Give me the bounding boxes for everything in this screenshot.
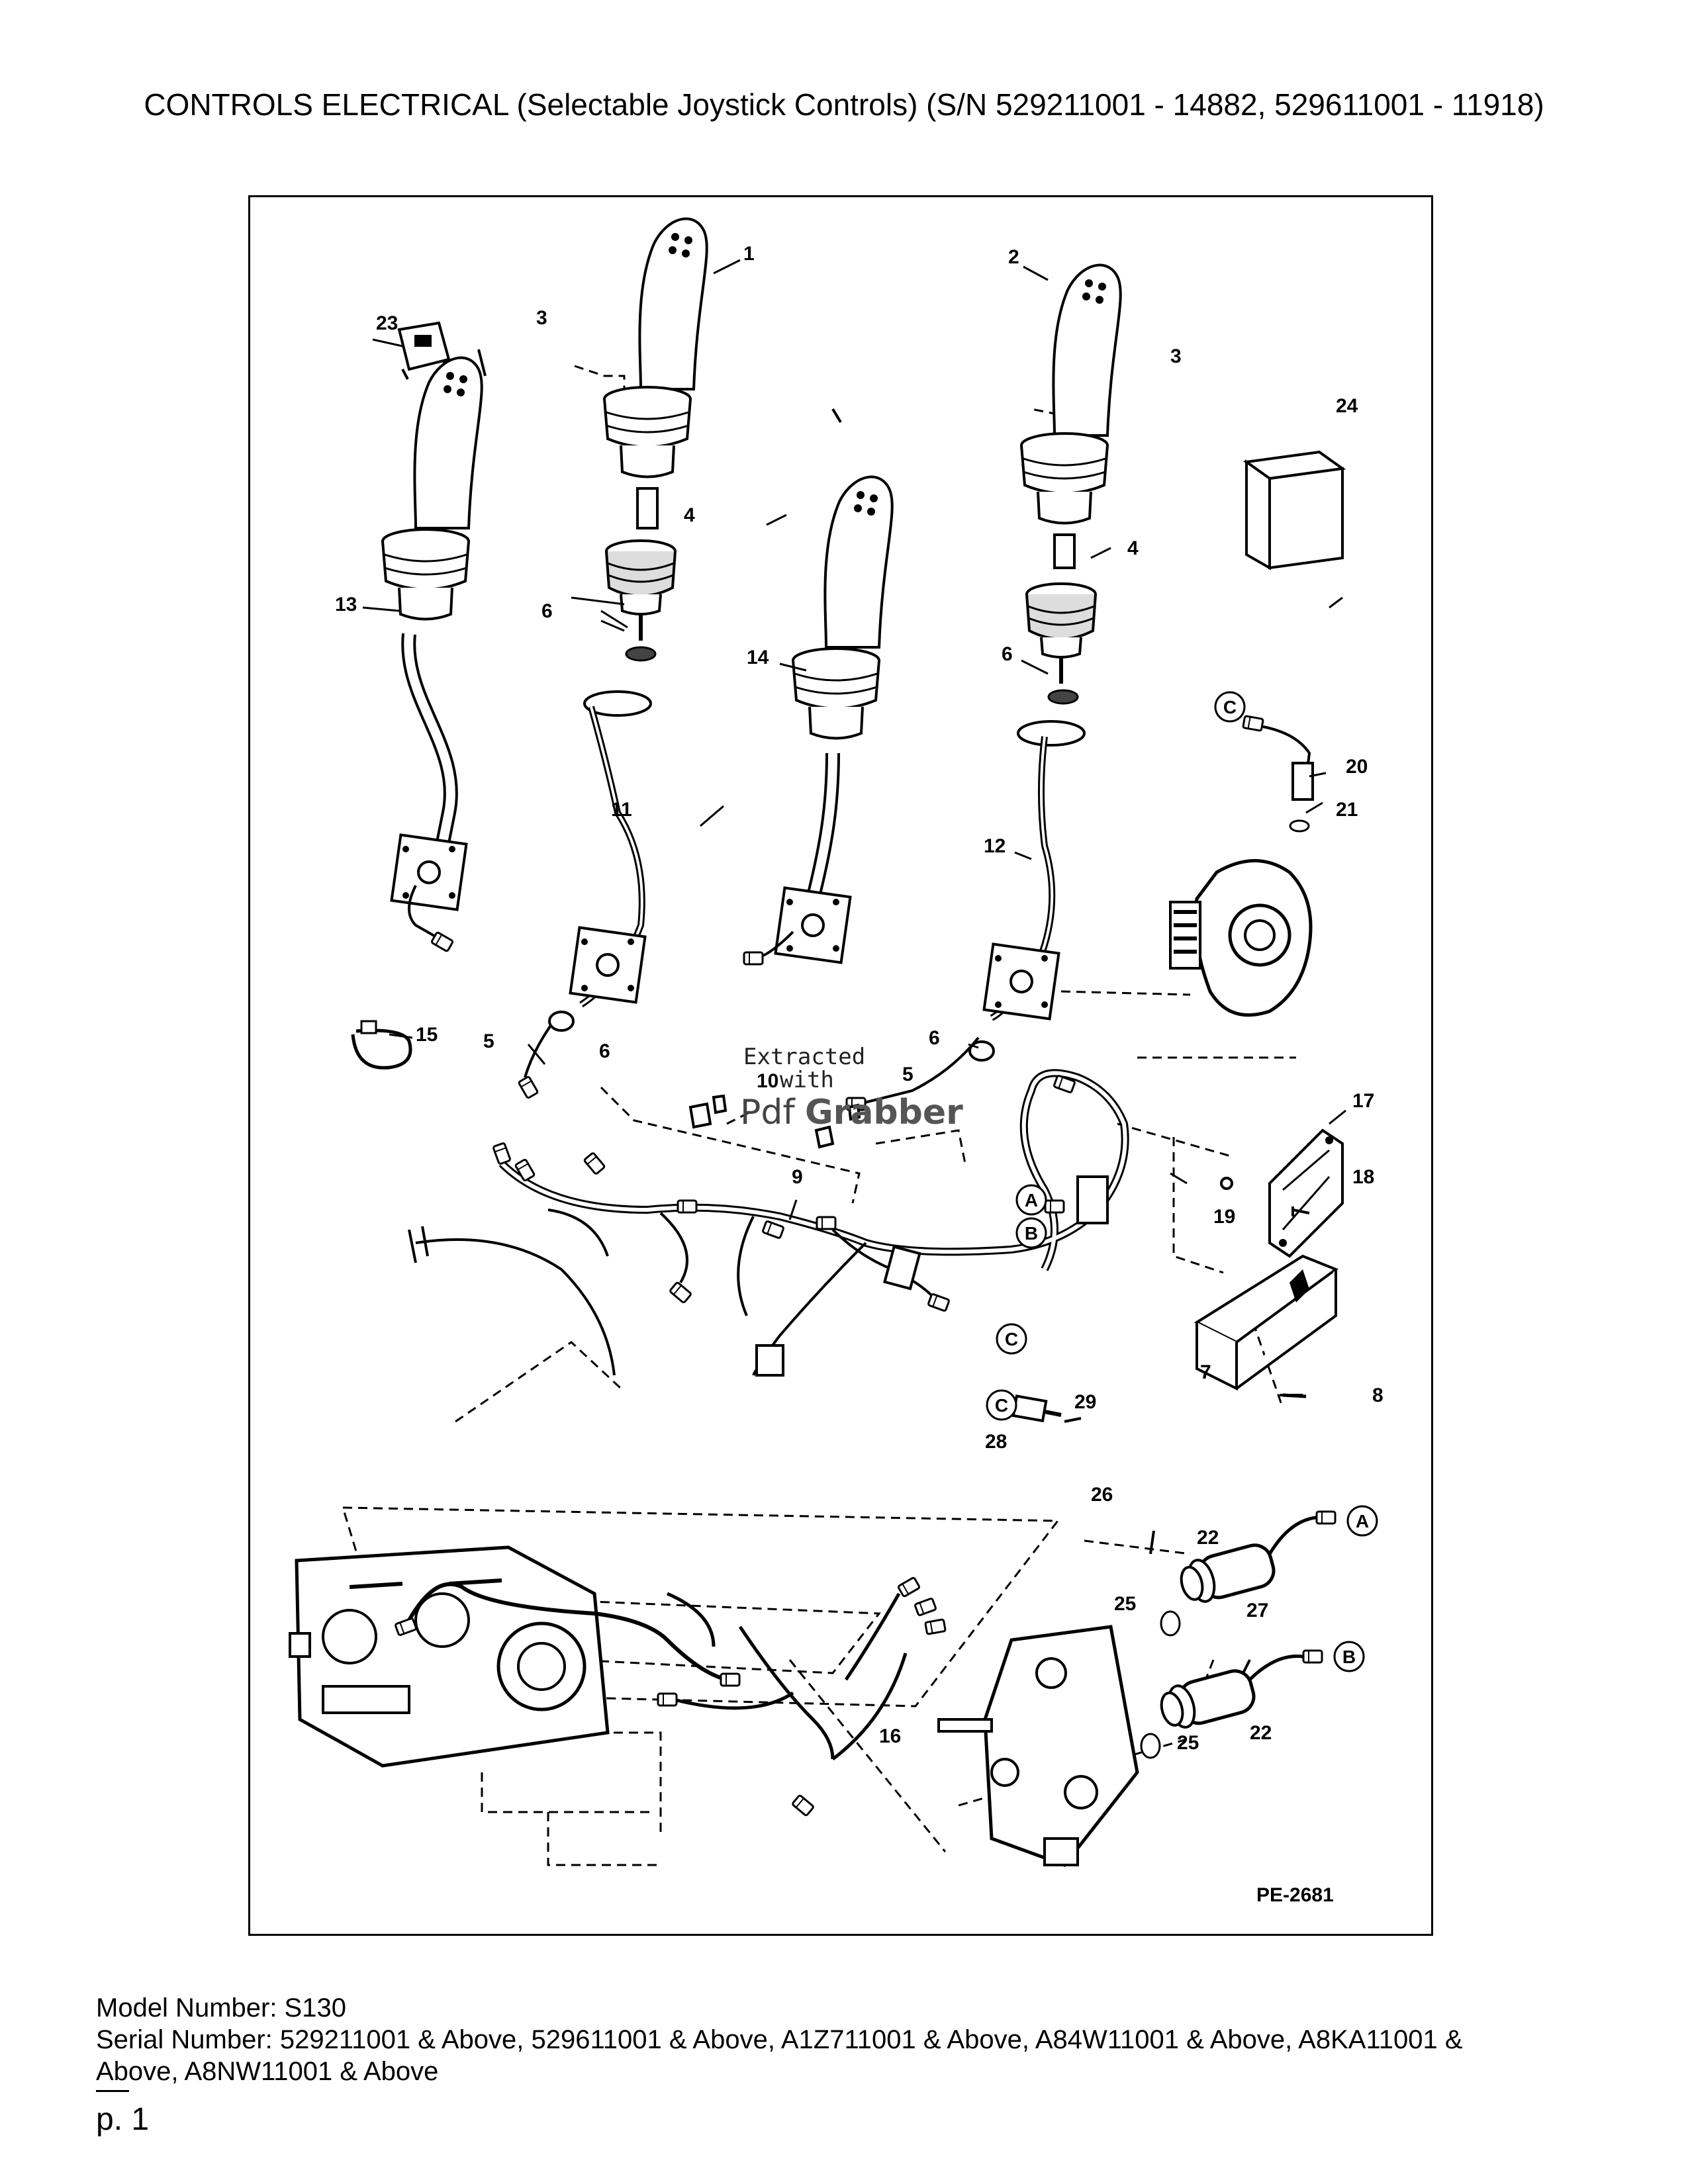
callout-7: 7 [1200,1361,1211,1383]
harness-part-12 [845,720,1086,1111]
svg-text:with: with [780,1067,834,1093]
svg-text:B: B [1025,1223,1038,1244]
joystick-part-13 [381,356,483,953]
module-part-24 [1243,450,1346,570]
connector-label-a-lower: A [1346,1505,1378,1537]
callout-25: 25 [1114,1593,1136,1615]
callout-1: 1 [743,243,755,265]
svg-text:C: C [995,1395,1008,1416]
svg-text:A: A [1025,1190,1038,1210]
footer-divider [96,2090,129,2092]
sensor-part-28 [1011,1394,1062,1423]
callout-16: 16 [879,1725,901,1747]
callout-25-lower: 25 [1177,1732,1199,1754]
callout-26: 26 [1091,1484,1113,1506]
callout-6: 6 [541,600,553,622]
connector-labels: A B C C C A B [986,691,1378,1672]
callout-22-lower: 22 [1250,1722,1272,1744]
svg-text:C: C [1005,1329,1018,1349]
hydrostatic-pump [289,1545,610,1768]
callout-17: 17 [1352,1090,1374,1112]
page-number: p. 1 [96,2102,150,2137]
figure-id: PE-2681 [1256,1884,1334,1906]
callout-5: 5 [483,1030,494,1052]
callout-6-right: 6 [1002,643,1013,665]
callout-12: 12 [984,835,1006,857]
serial-number-line-1: Serial Number: 529211001 & Above, 529611… [96,2025,1463,2054]
joystick-part-1 [603,217,708,662]
svg-text:B: B [1342,1647,1356,1667]
harness-part-11 [517,690,652,1100]
connector-label-c-upper: C [1214,691,1246,723]
controller-part-7 [1194,1254,1339,1398]
pump-assembly [1169,859,1313,1017]
callout-21: 21 [1336,799,1358,821]
callout-14: 14 [747,647,769,668]
main-harness-part-9 [408,1069,1129,1377]
callout-23: 23 [376,312,398,334]
callout-9: 9 [792,1166,803,1188]
callout-28: 28 [985,1431,1007,1453]
parts-diagram: 1 2 3 3 4 4 5 5 6 6 6 6 7 8 9 10 11 12 1… [248,195,1433,1936]
callout-20: 20 [1346,756,1368,778]
callout-4-right: 4 [1127,537,1139,559]
caps-part-10 [688,1094,861,1149]
hardware-parts-18-19-8-29-26-27 [1064,1177,1310,1680]
switch-part-23 [397,321,451,380]
svg-text:C: C [1223,697,1237,717]
connector-label-c-middle: C [996,1323,1027,1355]
callout-4: 4 [684,504,695,526]
callout-15: 15 [416,1024,438,1046]
callout-numbers: 1 2 3 3 4 4 5 5 6 6 6 6 7 8 9 10 11 12 1… [335,243,1383,1754]
document-footer: Model Number: S130 Serial Number: 529211… [96,1992,1463,2092]
callout-6-lower: 6 [599,1040,610,1062]
diagram-artwork: 1 2 3 3 4 4 5 5 6 6 6 6 7 8 9 10 11 12 1… [289,217,1383,1906]
connector-label-c-lower: C [986,1389,1017,1421]
serial-number-line-2: Above, A8NW11001 & Above [96,2057,439,2086]
joystick-part-14 [743,475,894,966]
connector-label-b-lower: B [1333,1641,1365,1672]
callout-2: 2 [1008,246,1019,268]
sensor-part-20-21 [1242,715,1314,833]
callout-24: 24 [1336,395,1358,417]
control-valve [937,1625,1139,1867]
svg-text:Grabber: Grabber [805,1093,963,1132]
callout-11: 11 [611,799,632,821]
page-title: CONTROLS ELECTRICAL (Selectable Joystick… [144,87,1544,122]
callout-27: 27 [1246,1600,1268,1621]
pdfgrabber-watermark: Extracted with Pdf Grabber [740,1044,963,1132]
callout-13: 13 [335,594,357,615]
cable-tie-part-15 [351,1020,412,1069]
leader-lines [362,259,1346,1220]
callout-3: 3 [536,307,547,329]
joystick-part-2 [1020,263,1122,705]
svg-text:Pdf: Pdf [740,1093,796,1132]
callout-3-right: 3 [1170,345,1182,367]
connector-label-b-upper: B [1015,1217,1047,1249]
harness-part-16 [394,1576,947,1817]
callout-6-lower-right: 6 [929,1027,940,1049]
solenoids-part-22 [1140,1510,1336,1759]
svg-text:Extracted: Extracted [743,1044,865,1070]
callout-19: 19 [1213,1206,1235,1228]
callout-8: 8 [1372,1385,1383,1406]
callout-22: 22 [1197,1527,1219,1549]
bracket-part-17 [1268,1128,1344,1258]
svg-text:A: A [1356,1511,1369,1531]
callout-10: 10 [757,1070,778,1092]
callout-5-center: 5 [902,1064,914,1085]
model-number: Model Number: S130 [96,1993,346,2023]
callout-29: 29 [1074,1391,1096,1413]
connector-label-a-upper: A [1015,1184,1047,1216]
callout-18: 18 [1352,1166,1374,1188]
